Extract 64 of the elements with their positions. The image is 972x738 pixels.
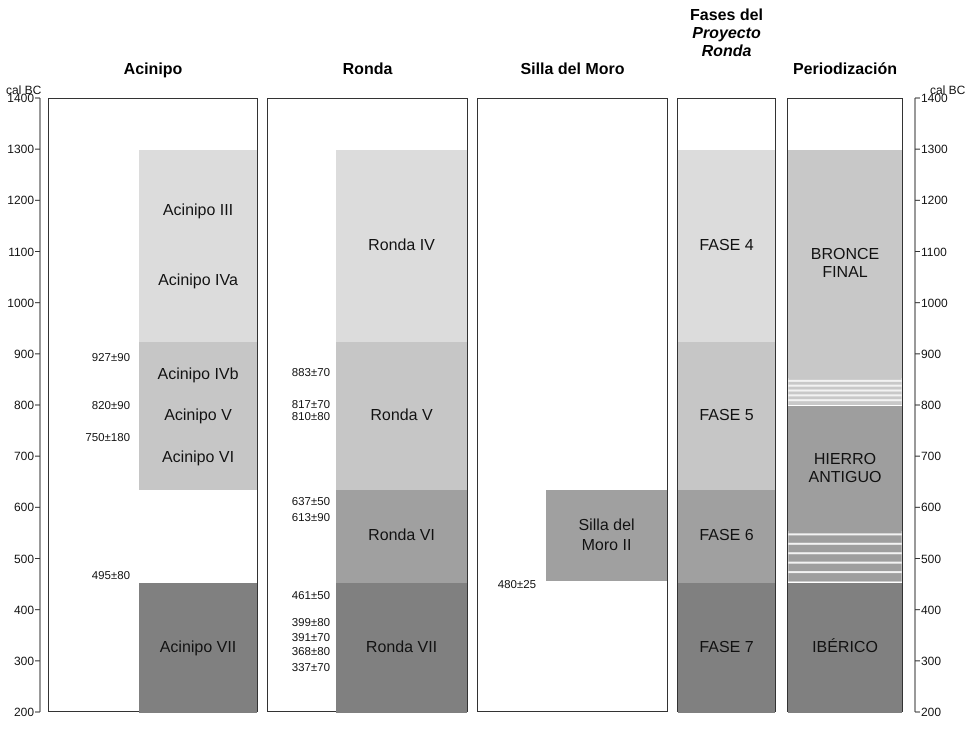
axis-tick-label: 400 <box>14 602 34 617</box>
axis-tick-label: 1300 <box>7 142 34 156</box>
axis-tick-label: 800 <box>14 398 34 412</box>
column-heading: Fases del Proyecto Ronda <box>689 7 764 61</box>
period-band: FASE 4 <box>678 150 775 342</box>
axis-tick-label: 1100 <box>921 244 947 258</box>
axis-tick-label: 1200 <box>7 193 34 208</box>
period-band <box>139 150 257 342</box>
date-label: 883±70 <box>292 367 330 379</box>
period-band: BRONCE FINAL <box>788 150 902 378</box>
axis-tick-label: 1000 <box>7 296 34 310</box>
axis-tick-label: 200 <box>921 705 942 719</box>
date-label: 817±70 <box>292 399 330 411</box>
period-band <box>139 342 257 490</box>
period-band: Ronda VII <box>336 582 467 713</box>
axis-tick-label: 600 <box>921 500 942 514</box>
date-label: 480±25 <box>498 579 536 591</box>
period-label: Acinipo VI <box>162 448 234 467</box>
period-band: FASE 5 <box>678 342 775 490</box>
date-label: 399±80 <box>292 617 330 629</box>
axis-tick-label: 500 <box>14 552 34 566</box>
axis-tick-label: 800 <box>921 398 942 412</box>
period-label: Acinipo V <box>164 407 232 426</box>
axis-tick-label: 200 <box>14 705 34 719</box>
period-label: Acinipo IVb <box>158 366 238 384</box>
date-label: 461±50 <box>292 590 330 602</box>
axis-tick-label: 900 <box>921 346 942 361</box>
period-band: Ronda IV <box>336 150 467 342</box>
date-label: 637±50 <box>292 496 330 508</box>
period-band: FASE 7 <box>678 582 775 713</box>
axis-tick-label: 500 <box>921 552 942 566</box>
axis-tick-label: 1000 <box>921 296 948 310</box>
axis-tick-label: 700 <box>921 449 942 464</box>
axis-tick-label: 300 <box>921 654 942 668</box>
date-label: 927±90 <box>92 352 130 364</box>
period-band: IBÉRICO <box>788 582 902 713</box>
date-label: 613±90 <box>292 512 330 524</box>
period-band: Acinipo VII <box>139 582 257 713</box>
date-label: 337±70 <box>292 662 330 674</box>
period-band: HIERRO ANTIGUO <box>788 406 902 532</box>
axis-tick-label: 900 <box>14 346 34 361</box>
date-label: 495±80 <box>92 570 130 582</box>
axis-tick-label: 600 <box>14 500 34 514</box>
axis-tick-label: 1200 <box>921 193 948 208</box>
column-heading: Ronda <box>342 61 394 79</box>
axis-tick-label: 400 <box>921 602 942 617</box>
axis-tick-label: 1100 <box>8 244 34 258</box>
column-heading: Periodización <box>792 61 898 79</box>
axis-tick-label: 300 <box>14 654 34 668</box>
date-label: 391±70 <box>292 632 330 644</box>
axis-tick-label: 1300 <box>921 142 948 156</box>
date-label: 810±80 <box>292 411 330 423</box>
period-band: Ronda VI <box>336 490 467 583</box>
date-label: 820±90 <box>92 400 130 412</box>
period-label: Acinipo III <box>162 202 234 220</box>
period-band: Silla del Moro II <box>546 490 667 582</box>
period-band: FASE 6 <box>678 490 775 583</box>
column-heading: Silla del Moro <box>519 61 626 79</box>
date-label: 368±80 <box>292 646 330 658</box>
axis-tick-label: 700 <box>14 449 34 464</box>
column-heading: Acinipo <box>122 61 184 79</box>
date-label: 750±180 <box>85 432 130 444</box>
period-band: Ronda V <box>336 342 467 490</box>
period-label: Acinipo IVa <box>158 272 238 290</box>
